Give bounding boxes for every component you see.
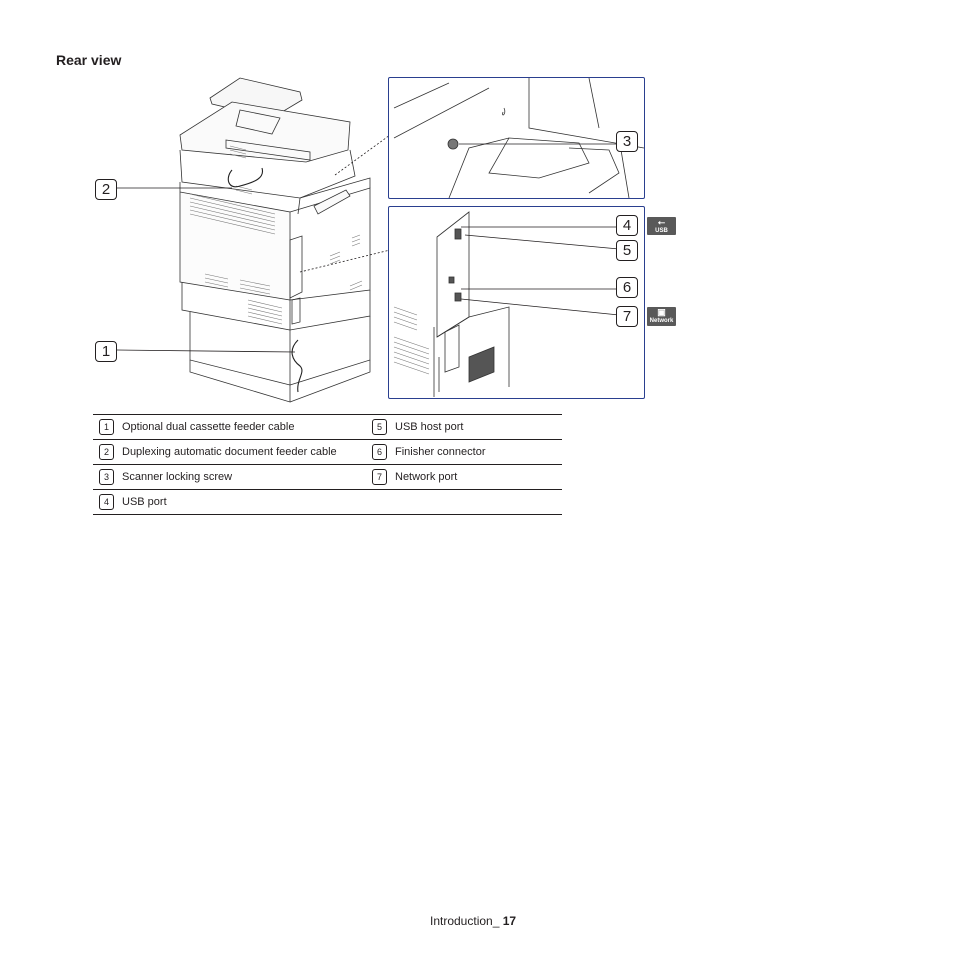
page-footer: Introduction_ 17 [430,914,516,928]
printer-rear-illustration [116,77,391,403]
legend-cell: 3 Scanner locking screw [93,464,366,490]
usb-badge: ⭠ USB [647,217,676,235]
table-row: 2 Duplexing automatic document feeder cab… [93,439,562,465]
legend-cell: 4 USB port [93,489,366,515]
callout-1: 1 [95,341,117,362]
footer-section: Introduction_ [430,914,500,928]
legend-number: 4 [99,494,114,510]
legend-number: 6 [372,444,387,460]
legend-number: 1 [99,419,114,435]
page-number: 17 [502,914,517,928]
legend-number: 3 [99,469,114,485]
callout-2: 2 [95,179,117,200]
legend-cell: 2 Duplexing automatic document feeder cab… [93,439,366,465]
legend-cell: 7 Network port [366,464,562,490]
callout-6: 6 [616,277,638,298]
legend-cell: 6 Finisher connector [366,439,562,465]
legend-label: Network port [395,471,458,483]
legend-label: Optional dual cassette feeder cable [122,421,295,433]
legend-cell: 1 Optional dual cassette feeder cable [93,414,366,440]
legend-label: Scanner locking screw [122,471,233,483]
callout-5: 5 [616,240,638,261]
network-badge: ▣ Network [647,307,676,326]
legend-label: Duplexing automatic document feeder cabl… [122,446,337,458]
network-icon: ▣ [657,307,666,317]
section-heading: Rear view [56,52,122,68]
legend-cell-empty [366,489,562,515]
usb-icon: ⭠ [657,217,666,227]
table-row: 1 Optional dual cassette feeder cable 5 US… [93,414,562,440]
callout-7: 7 [616,306,638,327]
legend-label: Finisher connector [395,446,486,458]
legend-label: USB host port [395,421,464,433]
inset-screw-illustration [393,77,645,199]
callout-3: 3 [616,131,638,152]
inset-scanner-screw [388,77,645,199]
table-row: 3 Scanner locking screw 7 Network port [93,464,562,490]
table-row: 4 USB port [93,489,562,515]
network-badge-label: Network [649,318,674,324]
legend-cell: 5 USB host port [366,414,562,440]
legend-number: 7 [372,469,387,485]
usb-badge-label: USB [655,228,668,234]
legend-number: 2 [99,444,114,460]
inset-ports-illustration [393,211,620,397]
legend-number: 5 [372,419,387,435]
legend-label: USB port [122,496,167,508]
callout-4: 4 [616,215,638,236]
inset-ports [388,206,645,399]
